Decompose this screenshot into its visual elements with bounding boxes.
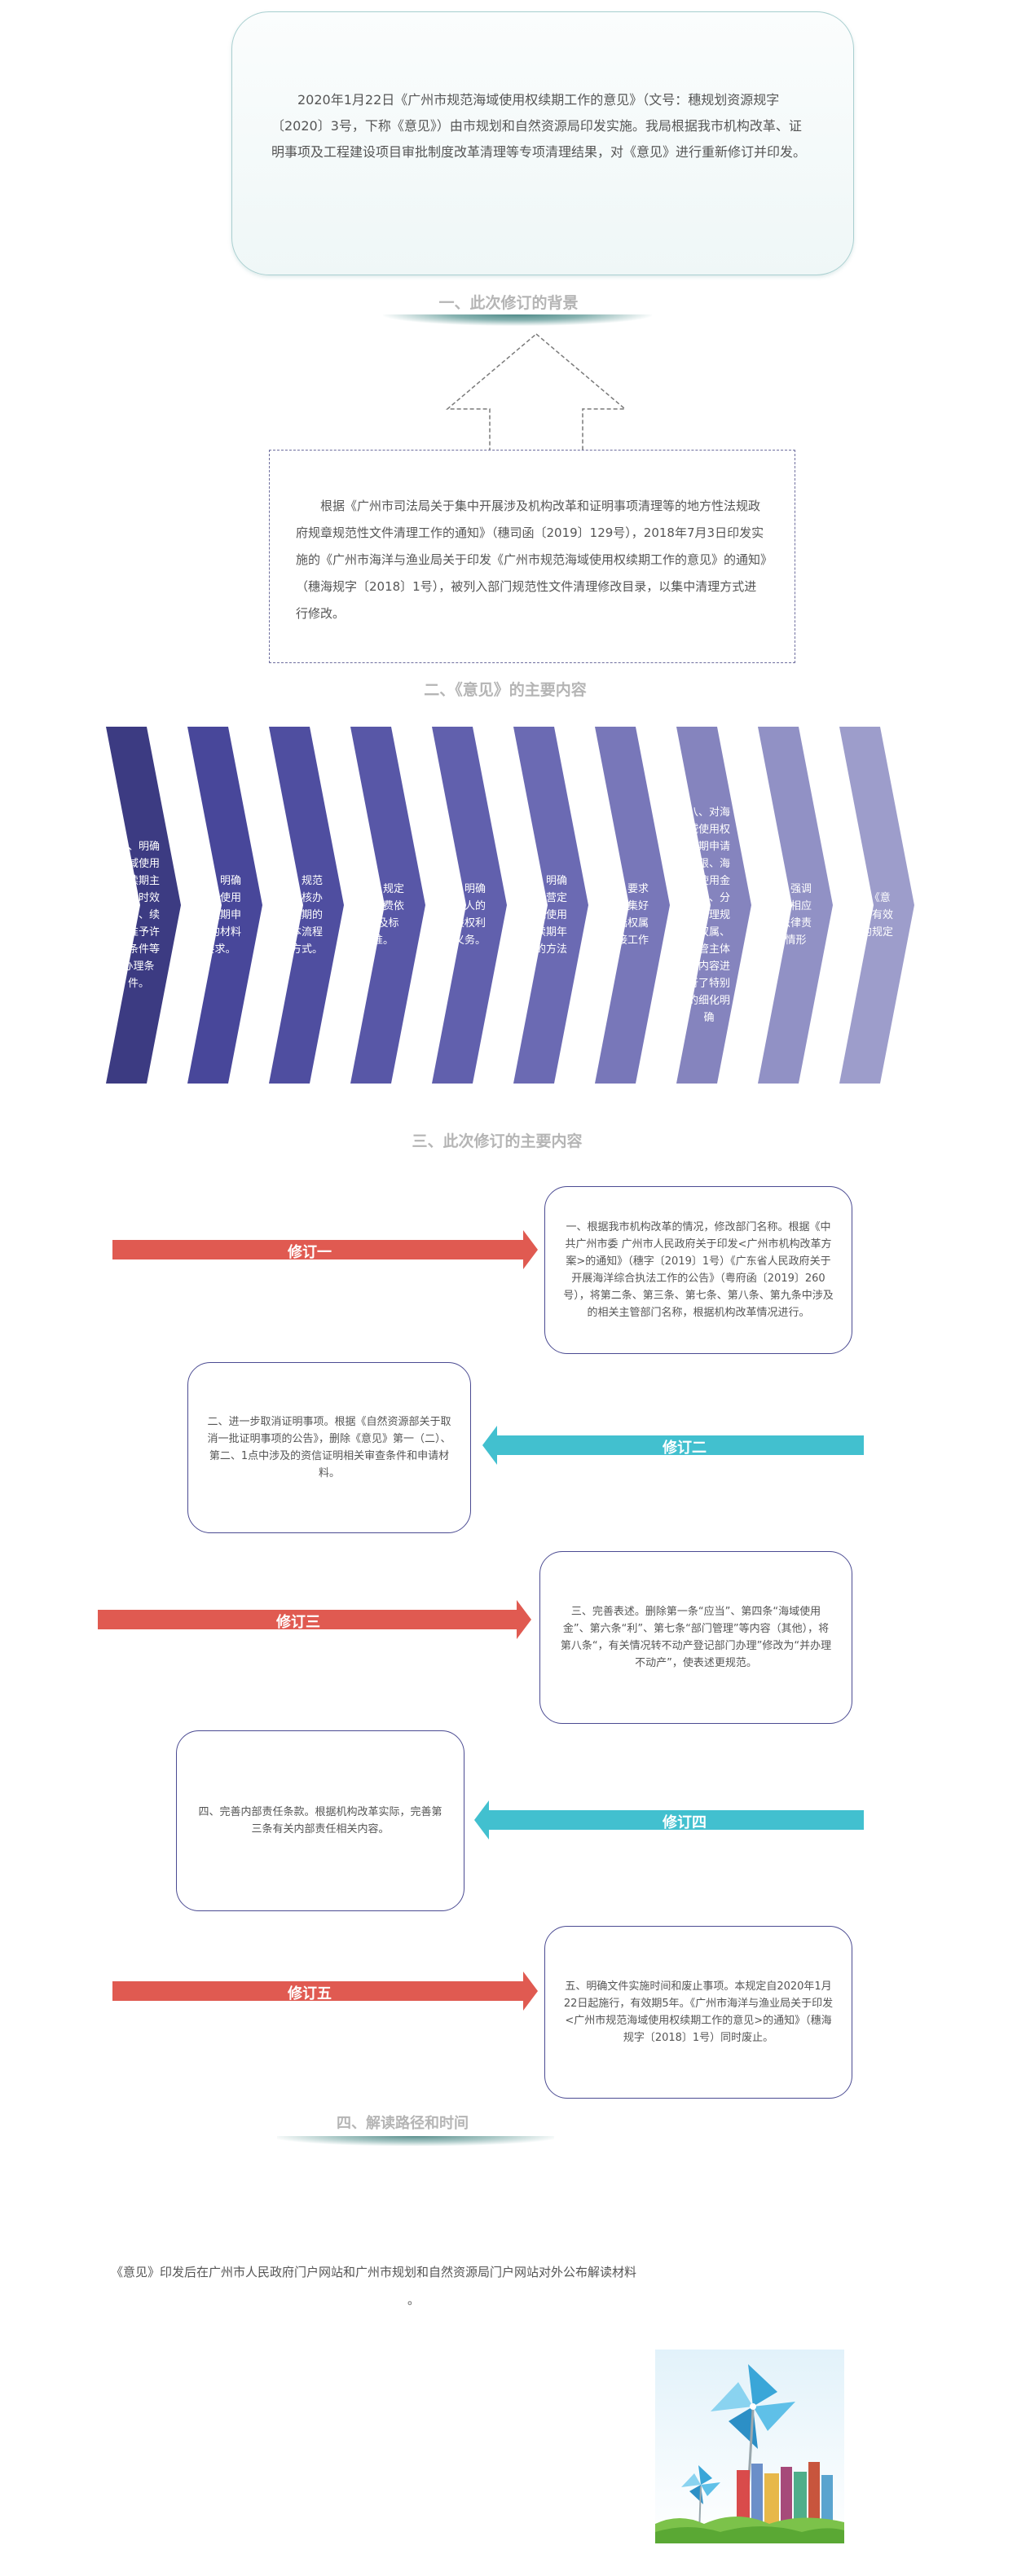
chevron-10: [839, 727, 914, 1084]
section1-title: 一、此次修订的背景: [438, 294, 579, 312]
section4-title-underline: [277, 2136, 554, 2146]
section2-title: 二、《意见》的主要内容: [424, 681, 587, 699]
revision-text-1: 一、根据我市机构改革的情况，修改部门名称。根据《中共广州市委 广州市人民政府关于…: [563, 1221, 834, 1319]
chevron-1: [106, 727, 181, 1084]
intro-box: 2020年1月22日《广州市规范海域使用权续期工作的意见》（文号：穗规划资源规字…: [231, 11, 854, 275]
revision-arrow-4: [474, 1800, 864, 1840]
chevron-label-3: 三、规范了审核办理续期的基本流程和方式。: [280, 874, 323, 956]
section4-title: 四、解读路径和时间: [337, 2115, 469, 2132]
section1-title-underline: [383, 314, 652, 326]
revision-label-5: 修订五: [288, 1985, 332, 2002]
chevron-9: [758, 727, 833, 1084]
interpretation-text: 《意见》印发后在广州市人民政府门户网站和广州市规划和自然资源局门户网站对外公布解…: [111, 2265, 637, 2279]
revision-text-4: 四、完善内部责任条款。根据机构改革实际，完善第三条有关内部责任相关内容。: [198, 1806, 442, 1835]
chevron-label-9: 九、强调检究相应的法律责任情形: [768, 883, 812, 947]
chevron-6: [513, 727, 588, 1084]
revision-box-5: 五、明确文件实施时间和废止事项。本规定自2020年1月22日起施行，有效期5年。…: [544, 1926, 852, 2099]
revision-text-2: 二、进一步取消证明事项。根据《自然资源部关于取消一批证明事项的公告》，删除《意见…: [207, 1416, 451, 1479]
chevron-8: [676, 727, 751, 1084]
chevron-7: [595, 727, 670, 1084]
revision-box-2: 二、进一步取消证明事项。根据《自然资源部关于取消一批证明事项的公告》，删除《意见…: [187, 1362, 471, 1533]
revision-box-1: 一、根据我市机构改革的情况，修改部门名称。根据《中共广州市委 广州市人民政府关于…: [544, 1186, 852, 1354]
chevron-5: [432, 727, 507, 1084]
chevron-label-1: 一、明确海域使用权续期主体与时效条件、续期准予许可条件等办理条件。: [117, 840, 160, 990]
revision-label-2: 修订二: [663, 1440, 707, 1457]
chevron-row: [106, 727, 914, 1084]
chevron-label-6: 六、明确依法营定海域使用权续期年限的方法: [524, 874, 567, 956]
revision-arrow-5: [112, 1972, 538, 2011]
books-icon: [737, 2462, 833, 2529]
revision-box-3: 三、完善表述。删除第一条“应当”、第四条“海域使用金”、第六条“利”、第七条“部…: [539, 1551, 852, 1724]
background-box: 根据《广州市司法局关于集中开展涉及机构改革和证明事项清理等的地方性法规政府规章规…: [269, 450, 795, 663]
chevron-label-2: 二、明确海域使用权续期申请的材料要求。: [198, 874, 241, 956]
interpretation-dot: 。: [407, 2292, 420, 2307]
pinwheel-icon: [711, 2364, 795, 2521]
background-text: 根据《广州市司法局关于集中开展涉及机构改革和证明事项清理等的地方性法规政府规章规…: [296, 499, 767, 621]
revision-label-1: 修订一: [288, 1244, 332, 1261]
up-arrow-icon: [445, 333, 627, 452]
revision-arrows: [98, 1230, 864, 2011]
chevron-3: [269, 727, 344, 1084]
chevron-label-4: 四、规定了收费依据及标准。: [361, 883, 404, 947]
chevron-label-5: 五、明确申请人的一般权利和义务。: [442, 883, 486, 947]
pinwheel-books-illustration: [655, 2350, 844, 2543]
revision-label-3: 修订三: [276, 1614, 320, 1631]
chevron-2: [187, 727, 262, 1084]
section3-title: 三、此次修订的主要内容: [412, 1132, 583, 1150]
revision-arrow-3: [98, 1600, 531, 1639]
chevron-4: [350, 727, 425, 1084]
revision-label-4: 修订四: [663, 1814, 707, 1831]
revision-box-4: 四、完善内部责任条款。根据机构改革实际，完善第三条有关内部责任相关内容。: [176, 1730, 464, 1911]
chevron-label-7: 七、要求依法集好海陆权属衔接工作: [605, 883, 649, 947]
revision-text-5: 五、明确文件实施时间和废止事项。本规定自2020年1月22日起施行，有效期5年。…: [563, 1980, 834, 2044]
intro-text: 2020年1月22日《广州市规范海域使用权续期工作的意见》（文号：穗规划资源规字…: [271, 92, 807, 160]
revision-arrow-1: [112, 1230, 538, 1269]
revision-arrow-2: [482, 1426, 864, 1465]
chevron-label-10: 十、《意见》有效期的规定: [850, 891, 893, 939]
revision-text-3: 三、完善表述。删除第一条“应当”、第四条“海域使用金”、第六条“利”、第七条“部…: [560, 1606, 832, 1669]
